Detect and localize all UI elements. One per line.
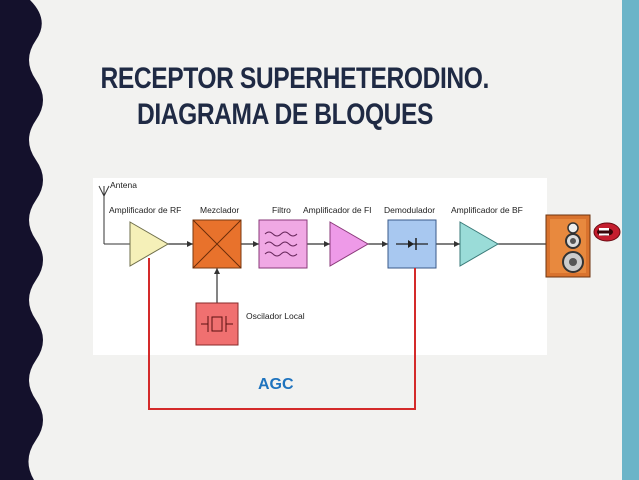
amp-bf-label: Amplificador de BF xyxy=(451,205,523,215)
antenna-icon xyxy=(98,185,130,245)
left-decorative-band xyxy=(0,0,43,480)
demodulador-label: Demodulador xyxy=(384,205,435,215)
bf-amplifier-block xyxy=(459,221,499,267)
if-amplifier-block xyxy=(329,221,369,267)
diagram-panel xyxy=(93,178,547,355)
local-oscillator-block xyxy=(195,302,239,346)
mezclador-label: Mezclador xyxy=(200,205,239,215)
antena-label: Antena xyxy=(110,180,137,190)
filter-block xyxy=(258,219,308,269)
agc-label: AGC xyxy=(258,376,294,393)
amp-fi-label: Amplificador de FI xyxy=(303,205,372,215)
filtro-label: Filtro xyxy=(272,205,291,215)
agc-feedback-line xyxy=(148,258,416,410)
signal-arrowheads xyxy=(187,241,460,274)
amp-rf-label: Amplificador de RF xyxy=(109,205,181,215)
rf-amplifier-block xyxy=(129,221,169,267)
speaker-icon xyxy=(545,214,591,278)
slide-title-line-2: DIAGRAMA DE BLOQUES xyxy=(136,98,434,131)
oscilador-label: Oscilador Local xyxy=(246,311,305,321)
mouth-icon xyxy=(593,222,621,242)
right-decorative-band xyxy=(622,0,639,480)
mixer-block xyxy=(192,219,242,269)
slide-title-line-1: RECEPTOR SUPERHETERODINO. xyxy=(100,62,490,95)
demodulator-block xyxy=(387,219,437,269)
